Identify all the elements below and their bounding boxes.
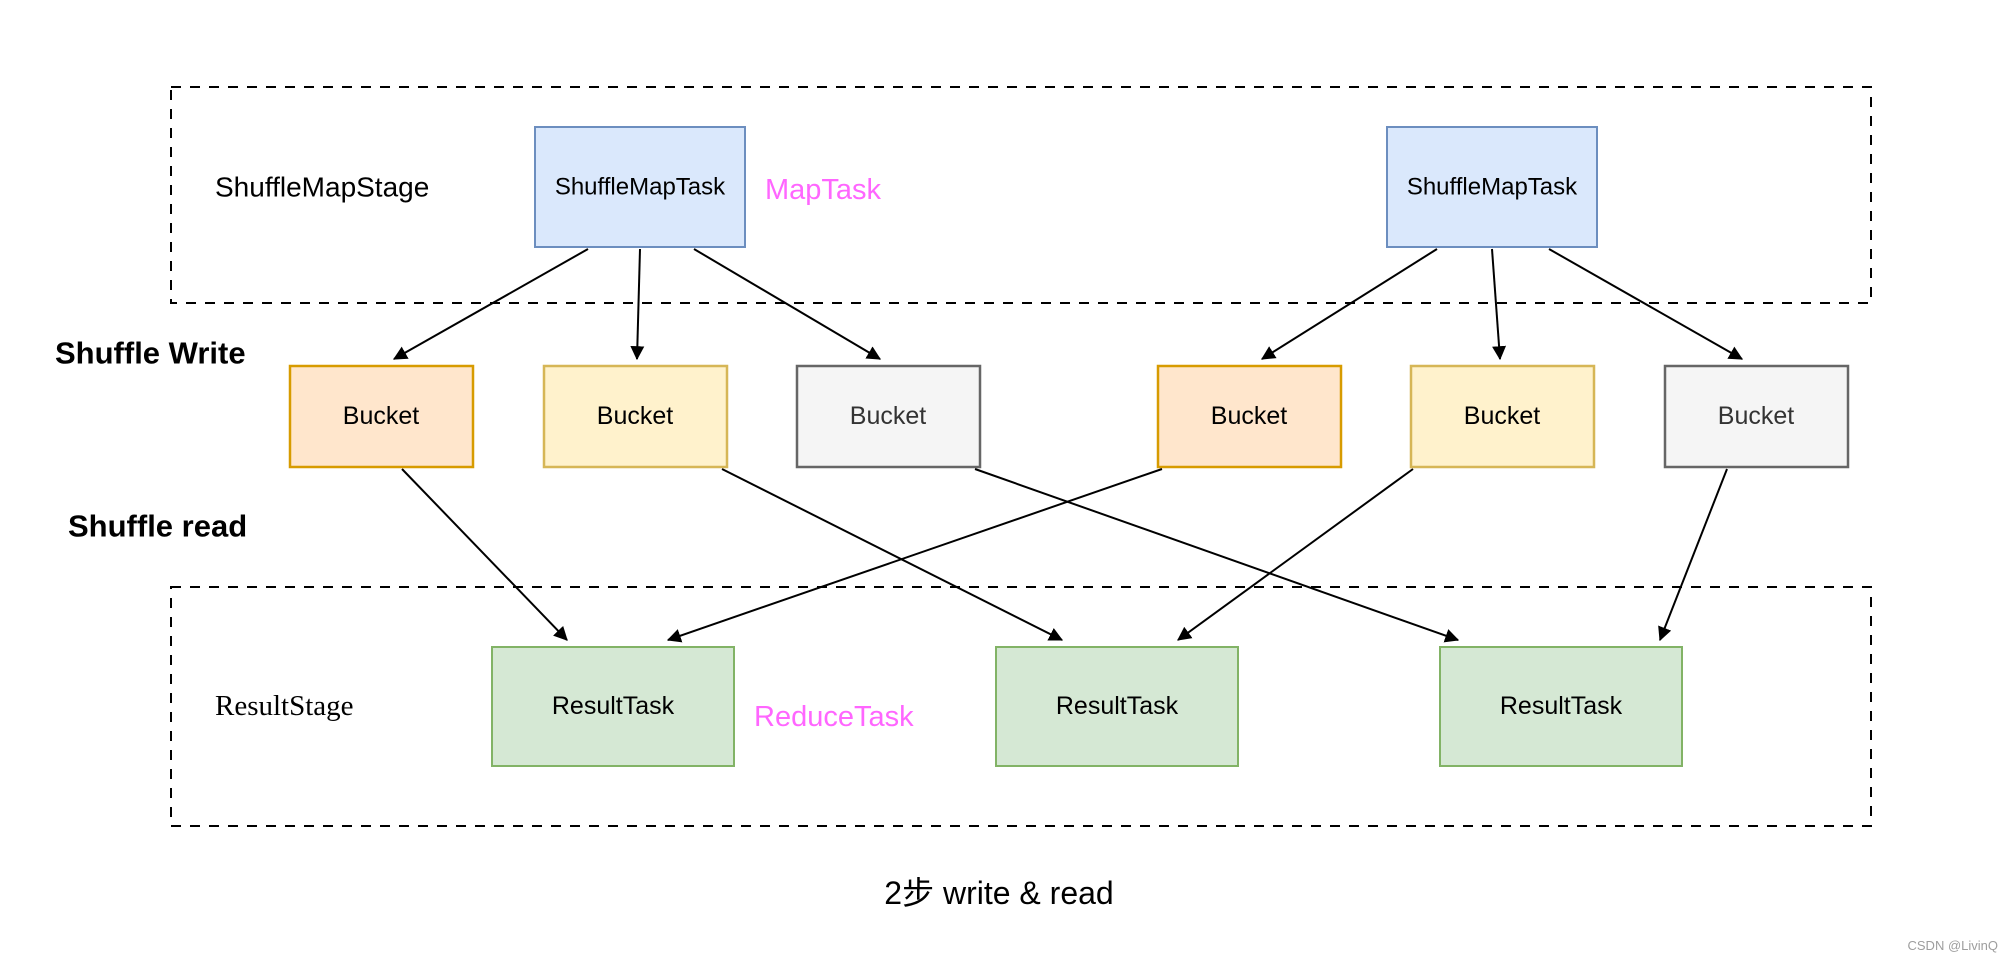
bucket-5-box bbox=[1409, 364, 1596, 469]
shuffle-map-task-1-box bbox=[534, 126, 746, 248]
arrow-bucket1-result1 bbox=[401, 468, 568, 641]
result-task-2-label: ResultTask bbox=[1056, 692, 1179, 720]
arrow-map2-bucket4 bbox=[1261, 248, 1438, 360]
shuffle-write-label: Shuffle Write bbox=[55, 336, 246, 371]
arrow-map2-bucket5 bbox=[1491, 248, 1507, 361]
result-task-3: ResultTask bbox=[1439, 646, 1683, 767]
bucket-6-label: Bucket bbox=[1718, 402, 1794, 430]
bucket-1-label: Bucket bbox=[343, 402, 419, 430]
arrow-map1-bucket1 bbox=[392, 248, 589, 360]
bucket-3-box bbox=[795, 364, 982, 469]
bucket-6-box bbox=[1663, 364, 1850, 469]
shuffle-map-task-2-label: ShuffleMapTask bbox=[1407, 174, 1578, 201]
bucket-2-label: Bucket bbox=[597, 402, 673, 430]
bucket-3: Bucket bbox=[795, 364, 982, 469]
shuffle-map-task-2-box bbox=[1386, 126, 1598, 248]
bucket-1-box bbox=[288, 364, 475, 469]
arrow-bucket5-result2 bbox=[1177, 468, 1414, 641]
shuffle-map-task-2: ShuffleMapTask bbox=[1386, 126, 1598, 248]
result-stage-label: ResultStage bbox=[215, 690, 354, 722]
reduce-task-annotation: ReduceTask bbox=[754, 701, 914, 733]
arrow-map1-bucket2 bbox=[630, 248, 645, 361]
shuffle-map-task-1: ShuffleMapTask bbox=[534, 126, 746, 248]
arrow-map2-bucket6 bbox=[1548, 248, 1744, 360]
bucket-4-box bbox=[1156, 364, 1343, 469]
arrow-bucket4-result1 bbox=[666, 468, 1163, 643]
bucket-5: Bucket bbox=[1409, 364, 1596, 469]
shuffle-map-stage-label: ShuffleMapStage bbox=[215, 172, 429, 203]
arrow-bucket6-result3 bbox=[1658, 468, 1728, 642]
map-task-annotation: MapTask bbox=[765, 174, 882, 206]
bucket-2: Bucket bbox=[542, 364, 729, 469]
bucket-6: Bucket bbox=[1663, 364, 1850, 469]
result-task-1-label: ResultTask bbox=[552, 692, 675, 720]
arrow-bucket2-result2 bbox=[721, 468, 1064, 641]
watermark: CSDN @LivinQ bbox=[1908, 938, 1999, 953]
result-task-1-box bbox=[491, 646, 735, 767]
bucket-5-label: Bucket bbox=[1464, 402, 1540, 430]
bucket-1: Bucket bbox=[288, 364, 475, 469]
bucket-3-label: Bucket bbox=[850, 402, 926, 430]
arrow-map1-bucket3 bbox=[693, 248, 882, 360]
shuffle-map-stage-container bbox=[170, 86, 1872, 304]
diagram-caption: 2步 write & read bbox=[884, 875, 1113, 911]
result-task-3-label: ResultTask bbox=[1500, 692, 1623, 720]
result-task-1: ResultTask bbox=[491, 646, 735, 767]
result-task-3-box bbox=[1439, 646, 1683, 767]
bucket-4: Bucket bbox=[1156, 364, 1343, 469]
result-task-2-box bbox=[995, 646, 1239, 767]
shuffle-read-label: Shuffle read bbox=[68, 509, 247, 544]
arrow-bucket3-result3 bbox=[974, 468, 1460, 643]
bucket-4-label: Bucket bbox=[1211, 402, 1287, 430]
bucket-2-box bbox=[542, 364, 729, 469]
shuffle-map-task-1-label: ShuffleMapTask bbox=[555, 174, 726, 201]
result-task-2: ResultTask bbox=[995, 646, 1239, 767]
